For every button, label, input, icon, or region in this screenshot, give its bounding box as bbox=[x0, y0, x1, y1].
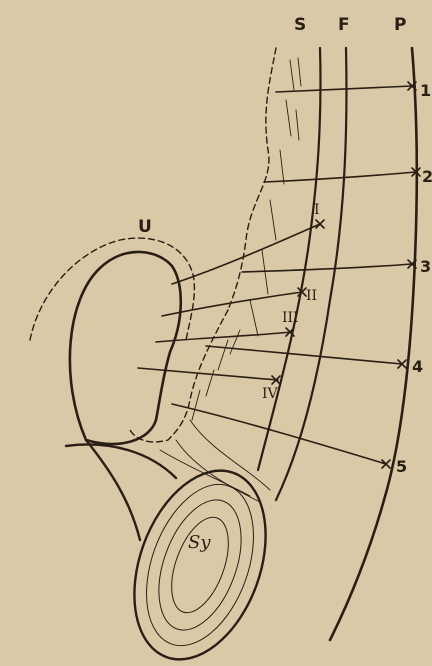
region-label-sy: Sy bbox=[188, 532, 211, 553]
roman-marker-iii: III bbox=[282, 310, 299, 326]
column-label-f: F bbox=[338, 15, 350, 35]
region-label-u: U bbox=[138, 217, 152, 237]
marker-5: 5 bbox=[396, 457, 407, 476]
marker-3: 3 bbox=[420, 257, 431, 276]
column-label-s: S bbox=[294, 15, 306, 35]
marker-1: 1 bbox=[420, 81, 431, 100]
marker-4: 4 bbox=[412, 357, 423, 376]
roman-marker-ii: II bbox=[306, 288, 317, 304]
roman-marker-iv: IV bbox=[262, 386, 279, 402]
marker-2: 2 bbox=[422, 167, 432, 186]
column-label-p: P bbox=[394, 15, 406, 35]
roman-marker-i: I bbox=[314, 202, 320, 218]
